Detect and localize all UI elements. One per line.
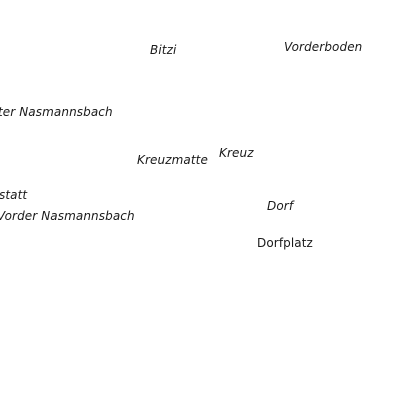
- place-label-kreuz: Kreuz: [219, 146, 254, 160]
- place-label-dorfplatz: Dorfplatz: [257, 236, 313, 250]
- place-label-dorf: Dorf: [267, 199, 294, 213]
- place-label-bitzi: Bitzi: [150, 43, 177, 57]
- place-label-kreuzmatte: Kreuzmatte: [137, 153, 208, 167]
- place-label-vorder-nasmannsbach: Vorder Nasmannsbach: [0, 209, 135, 223]
- place-label-statt: statt: [0, 188, 28, 202]
- place-label-hinter-nasmannsbach: ter Nasmannsbach: [0, 105, 113, 119]
- place-label-vorderboden: Vorderboden: [284, 40, 363, 54]
